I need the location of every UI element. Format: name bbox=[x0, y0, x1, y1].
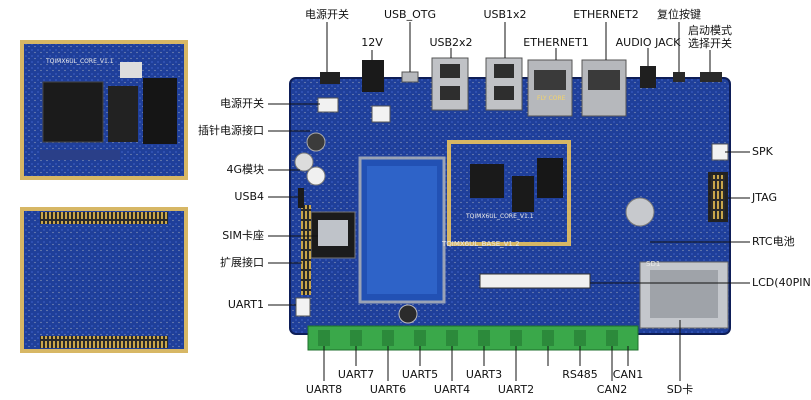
label-uart8: UART8 bbox=[305, 383, 343, 396]
leader-lines bbox=[268, 22, 750, 381]
core-on-base-silkscreen: TQIMX6UL_CORE_V1.1 bbox=[466, 213, 534, 220]
label-uart5: UART5 bbox=[401, 368, 439, 381]
label-reset-key: 复位按键 bbox=[657, 8, 701, 21]
label-uart2: UART2 bbox=[497, 383, 535, 396]
label-power-switch-top: 电源开关 bbox=[305, 8, 349, 21]
label-rtc: RTC电池 bbox=[752, 235, 795, 248]
core-top-silkscreen: TQIMX6UL_CORE_V1.1 bbox=[46, 58, 114, 65]
bottom-terminals bbox=[307, 325, 639, 351]
label-12v: 12V bbox=[361, 36, 383, 49]
base-silkscreen: TQIMX6UL_BASE_V1.2 bbox=[442, 240, 520, 248]
label-sd-card: SD卡 bbox=[666, 383, 694, 396]
label-can2: CAN2 bbox=[596, 383, 628, 396]
top-connectors bbox=[320, 57, 722, 117]
label-audio-jack: AUDIO JACK bbox=[615, 36, 681, 49]
label-uart7: UART7 bbox=[337, 368, 375, 381]
label-ethernet1: ETHERNET1 bbox=[523, 36, 589, 49]
label-uart6: UART6 bbox=[369, 383, 407, 396]
eth1-chip-silkscreen: FLY CORE bbox=[537, 95, 566, 102]
label-uart4: UART4 bbox=[433, 383, 471, 396]
label-usb-otg: USB_OTG bbox=[384, 8, 436, 21]
label-power-switch-left: 电源开关 bbox=[220, 97, 264, 110]
label-jtag: JTAG bbox=[752, 191, 777, 204]
label-expansion: 扩展接口 bbox=[220, 256, 264, 269]
label-usb4: USB4 bbox=[234, 190, 264, 203]
label-4g-module: 4G模块 bbox=[226, 163, 264, 176]
core-module-top bbox=[20, 40, 188, 180]
label-uart1: UART1 bbox=[227, 298, 264, 311]
label-rs485: RS485 bbox=[562, 368, 598, 381]
sd-silkscreen: SD1 bbox=[646, 260, 661, 268]
label-usb1x2: USB1x2 bbox=[483, 8, 527, 21]
label-pin-power: 插针电源接口 bbox=[198, 124, 264, 137]
label-usb2x2: USB2x2 bbox=[429, 36, 473, 49]
label-can1: CAN1 bbox=[612, 368, 644, 381]
label-spk: SPK bbox=[752, 145, 773, 158]
label-sim: SIM卡座 bbox=[222, 229, 264, 242]
label-lcd: LCD(40PIN bbox=[752, 276, 811, 289]
label-uart3: UART3 bbox=[465, 368, 503, 381]
label-boot-mode: 启动模式 选择开关 bbox=[688, 24, 732, 50]
label-ethernet2: ETHERNET2 bbox=[573, 8, 639, 21]
core-module-bottom bbox=[20, 207, 188, 353]
base-board bbox=[289, 77, 731, 335]
